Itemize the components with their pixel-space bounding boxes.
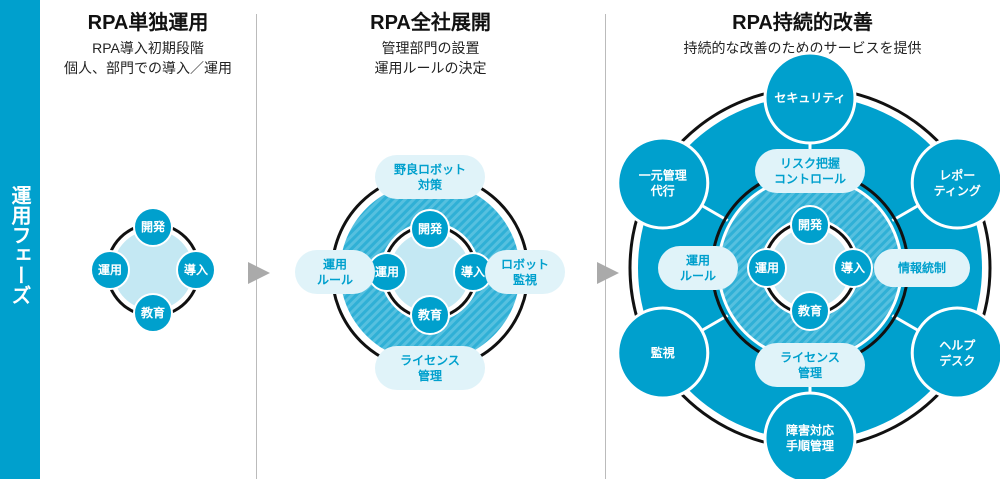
phase3-node-security-label: セキュリティ xyxy=(774,91,845,105)
phase3-node-monitoring xyxy=(616,306,710,400)
phase2-core-label: 教育 xyxy=(417,307,442,322)
phase1-title: RPA単独運用 xyxy=(87,12,209,34)
phase3-node-incident xyxy=(763,391,857,479)
arrow-right-icon xyxy=(248,262,270,284)
phase3-pill-info-control xyxy=(874,249,970,287)
phase3-core-node xyxy=(747,248,787,288)
phase2-core-node xyxy=(410,209,450,249)
phase3-pill-rules-label: 運用ルール xyxy=(680,253,716,283)
phase3-node-helpdesk xyxy=(910,306,1000,400)
phase3-core-label: 運用 xyxy=(755,261,779,275)
phase3-core-fill xyxy=(770,228,850,308)
phase1-core-label: 運用 xyxy=(98,263,122,277)
phase3-node-reporting-label: レポーティング xyxy=(934,167,981,198)
phase3-core-node xyxy=(790,205,830,245)
phase1-core-label: 導入 xyxy=(184,262,208,277)
phase2-core-label: 導入 xyxy=(461,264,485,279)
phase3-pill-info-control-label: 情報統制 xyxy=(898,260,946,275)
phase3-node-central-admin-label: 一元管理代行 xyxy=(639,167,687,198)
phase3-core-node xyxy=(790,291,830,331)
phase1-core-node xyxy=(133,207,173,247)
phase3-pill-risk xyxy=(755,149,865,193)
phase1-core-node xyxy=(90,250,130,290)
phase2-core-node xyxy=(410,295,450,335)
phase2-pill-license-label: ライセンス管理 xyxy=(400,353,460,383)
phase3-description: 持続的な改善のためのサービスを提供 xyxy=(683,40,922,56)
phase2-pill-robot-monitor-label: ロボット監視 xyxy=(501,256,549,287)
phase1-description: RPA導入初期段階 個人、部門での導入／運用 xyxy=(64,40,232,76)
phase3-pill-rules xyxy=(658,246,738,290)
phase2-title: RPA全社展開 xyxy=(370,12,491,34)
phase2-pill-rules-label: 運用ルール xyxy=(317,257,353,287)
phase2-core-fill xyxy=(390,232,470,312)
phase3-node-central-admin xyxy=(616,136,710,230)
phase2-pill-rogue-robot xyxy=(375,155,485,199)
phase3-node-helpdesk-label: ヘルプデスク xyxy=(939,337,976,368)
phase3-core-label: 導入 xyxy=(841,260,865,275)
phase2-description: 管理部門の設置 運用ルールの決定 xyxy=(374,40,487,76)
phase3-core-node xyxy=(833,248,873,288)
column-divider xyxy=(605,14,606,479)
phase1-core-fill xyxy=(113,230,193,310)
phase3-node-security xyxy=(763,51,857,145)
phase3-pill-license xyxy=(755,343,865,387)
phase1-core-node xyxy=(176,250,216,290)
phase2-pill-robot-monitor xyxy=(485,250,565,294)
phase-sidebar: 運用フェーズ xyxy=(0,0,40,479)
phase3-pill-license-label: ライセンス管理 xyxy=(780,350,840,380)
phase2-core-label: 運用 xyxy=(375,265,399,279)
phase1-core-label: 開発 xyxy=(141,219,166,234)
phase3-pill-risk-label: リスク把握コントロール xyxy=(774,155,846,186)
arrow-right-icon xyxy=(597,262,619,284)
phase3-node-monitoring-label: 監視 xyxy=(651,345,675,360)
phase1-core-label: 教育 xyxy=(140,305,165,320)
phase2-pill-rules xyxy=(295,250,375,294)
phase3-title: RPA持続的改善 xyxy=(732,12,873,34)
phase3-core-label: 開発 xyxy=(798,217,823,232)
phase2-pill-license xyxy=(375,346,485,390)
phase3-node-incident-label: 障害対応手順管理 xyxy=(786,422,834,453)
column-divider xyxy=(256,14,257,479)
sidebar-label: 運用フェーズ xyxy=(8,185,32,305)
phase2-core-label: 開発 xyxy=(418,221,443,236)
phase3-node-reporting xyxy=(910,136,1000,230)
phase3-core-label: 教育 xyxy=(797,303,822,318)
phase1-core-node xyxy=(133,293,173,333)
phase2-pill-rogue-robot-label: 野良ロボット対策 xyxy=(394,161,466,192)
